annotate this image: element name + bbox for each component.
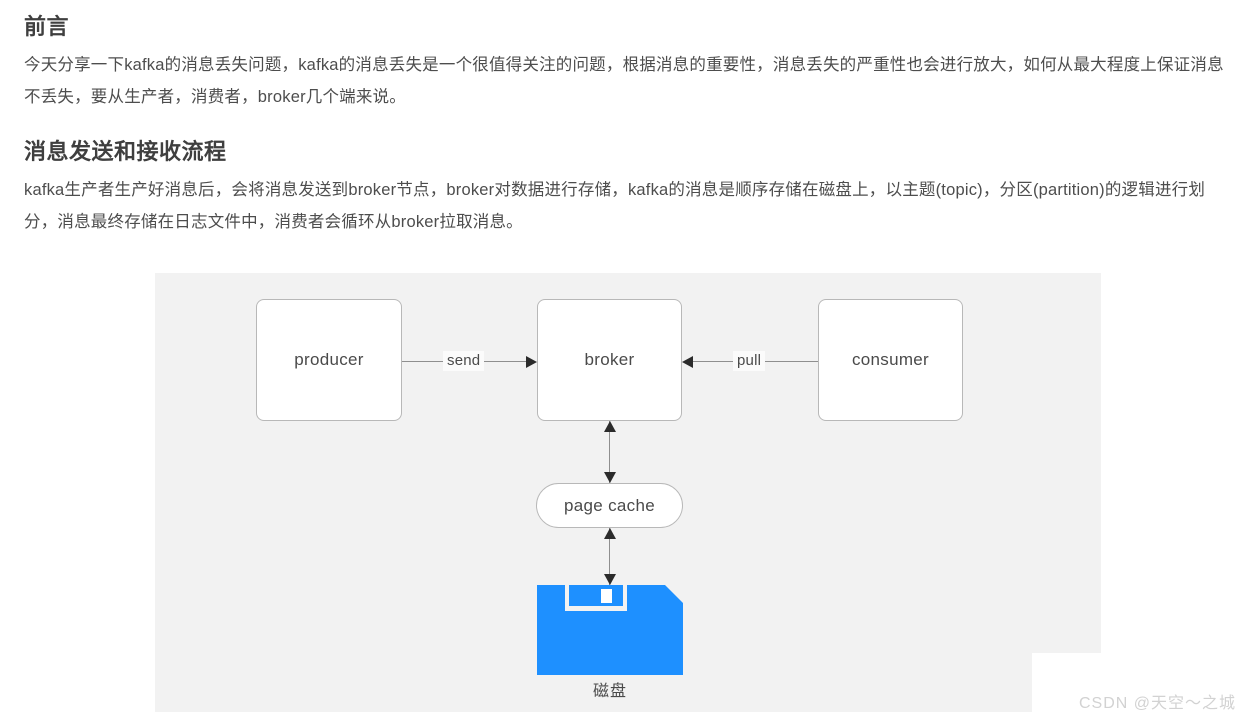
edge-label-send: send <box>443 351 485 371</box>
paragraph-message-flow: kafka生产者生产好消息后，会将消息发送到broker节点，broker对数据… <box>24 181 1206 231</box>
edge-label-pull: pull <box>733 351 766 371</box>
heading-preface: 前言 <box>24 14 70 39</box>
csdn-watermark: CSDN @天空～之城 <box>1078 695 1236 712</box>
diagram-node-consumer: consumer <box>818 299 963 421</box>
disk-caption-label: 磁盘 <box>592 683 627 700</box>
kafka-flow-diagram: producer broker consumer page cache send… <box>155 273 1101 712</box>
arrowhead-down-icon <box>604 472 616 483</box>
arrowhead-up-icon <box>604 421 616 432</box>
arrowhead-down-icon <box>604 574 616 585</box>
diagram-node-broker: broker <box>537 299 682 421</box>
arrowhead-right-icon <box>526 356 537 368</box>
diagram-node-page-cache: page cache <box>536 483 683 528</box>
arrowhead-up-icon <box>604 528 616 539</box>
edge-line-broker-pagecache <box>609 421 610 483</box>
paragraph-preface: 今天分享一下kafka的消息丢失问题，kafka的消息丢失是一个很值得关注的问题… <box>24 56 1224 106</box>
arrowhead-left-icon <box>682 356 693 368</box>
diagram-node-producer: producer <box>256 299 402 421</box>
heading-message-flow: 消息发送和接收流程 <box>24 139 227 164</box>
edge-line-pagecache-disk <box>609 528 610 585</box>
overlay-white-patch <box>1032 653 1101 712</box>
article-body: 前言 今天分享一下kafka的消息丢失问题，kafka的消息丢失是一个很值得关注… <box>24 0 1232 238</box>
disk-icon <box>537 585 683 675</box>
